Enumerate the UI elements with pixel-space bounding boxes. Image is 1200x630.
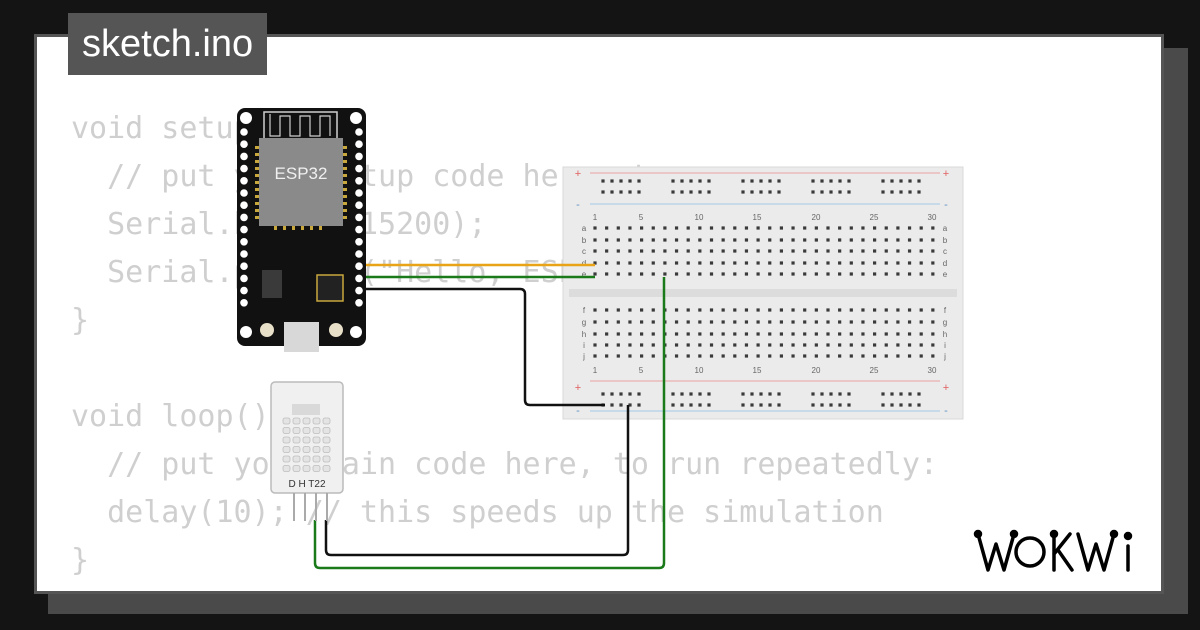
esp32-board[interactable]: ESP32 <box>237 108 366 352</box>
column-number: 20 <box>812 366 821 375</box>
column-number: 1 <box>593 366 598 375</box>
rail-minus-label: - <box>944 405 948 417</box>
rail-minus-label: - <box>576 405 580 417</box>
mount-hole <box>240 326 252 338</box>
column-number: 30 <box>928 213 937 222</box>
row-letter: b <box>943 236 948 245</box>
dht22-vent-grid <box>282 404 331 472</box>
row-letter: f <box>583 306 586 315</box>
usb-uart-chip <box>316 274 344 302</box>
code-line: } <box>71 303 90 338</box>
dht22-pin <box>293 493 295 521</box>
column-number: 20 <box>812 213 821 222</box>
rail-plus-label: + <box>943 382 949 394</box>
row-letter: b <box>582 236 587 245</box>
wokwi-logo <box>973 529 1133 572</box>
column-number: 15 <box>753 213 762 222</box>
row-letter: h <box>582 330 586 339</box>
column-number: 15 <box>753 366 762 375</box>
row-letter: i <box>944 341 946 350</box>
breadboard[interactable]: + + - - + + - - 1 5 10 15 20 25 30 1 5 1… <box>562 166 964 420</box>
dht22-label: D H T22 <box>288 479 325 490</box>
dht22-sensor[interactable]: D H T22 <box>270 381 344 521</box>
rail-plus-label: + <box>575 168 581 180</box>
rail-plus-label: + <box>943 168 949 180</box>
column-number: 5 <box>639 366 644 375</box>
esp32-pins <box>240 128 363 307</box>
row-letter: a <box>582 224 587 233</box>
row-letter: d <box>943 259 947 268</box>
column-number: 10 <box>695 213 704 222</box>
file-tab[interactable]: sketch.ino <box>68 13 268 75</box>
row-letter: h <box>943 330 947 339</box>
wire-black[interactable] <box>358 287 605 407</box>
rail-plus-label: + <box>575 382 581 394</box>
row-letter: a <box>943 224 948 233</box>
row-letter: c <box>582 247 586 256</box>
code-line: } <box>71 543 90 578</box>
row-letter: c <box>943 247 947 256</box>
esp32-module <box>259 138 343 226</box>
row-letter: f <box>944 306 947 315</box>
dht22-pin <box>315 493 317 521</box>
mount-hole <box>240 112 252 124</box>
row-letter: j <box>943 352 946 361</box>
column-number: 25 <box>870 213 879 222</box>
column-number: 30 <box>928 366 937 375</box>
row-letter: g <box>943 318 947 327</box>
dht22-pin <box>326 493 328 521</box>
row-letter: e <box>943 270 948 279</box>
dht22-pin <box>304 493 306 521</box>
regulator-chip <box>262 270 282 298</box>
mount-hole <box>350 112 362 124</box>
rail-minus-label: - <box>576 199 580 211</box>
column-number: 10 <box>695 366 704 375</box>
esp32-label: ESP32 <box>275 164 328 183</box>
usb-port <box>284 322 319 352</box>
row-letter: e <box>582 270 587 279</box>
mount-hole <box>350 326 362 338</box>
code-line: delay(10); // this speeds up the simulat… <box>71 495 884 530</box>
rail-minus-label: - <box>944 199 948 211</box>
row-letter: g <box>582 318 586 327</box>
row-letter: i <box>583 341 585 350</box>
column-number: 25 <box>870 366 879 375</box>
reset-button[interactable] <box>329 323 343 337</box>
column-number: 5 <box>639 213 644 222</box>
wires <box>313 263 666 570</box>
wire-black-ground[interactable] <box>324 405 630 557</box>
breadboard-holes <box>593 179 935 407</box>
boot-button[interactable] <box>260 323 274 337</box>
column-number: 1 <box>593 213 598 222</box>
wire-green-data[interactable] <box>313 277 666 570</box>
row-letter: j <box>582 352 585 361</box>
row-letter: d <box>582 259 586 268</box>
